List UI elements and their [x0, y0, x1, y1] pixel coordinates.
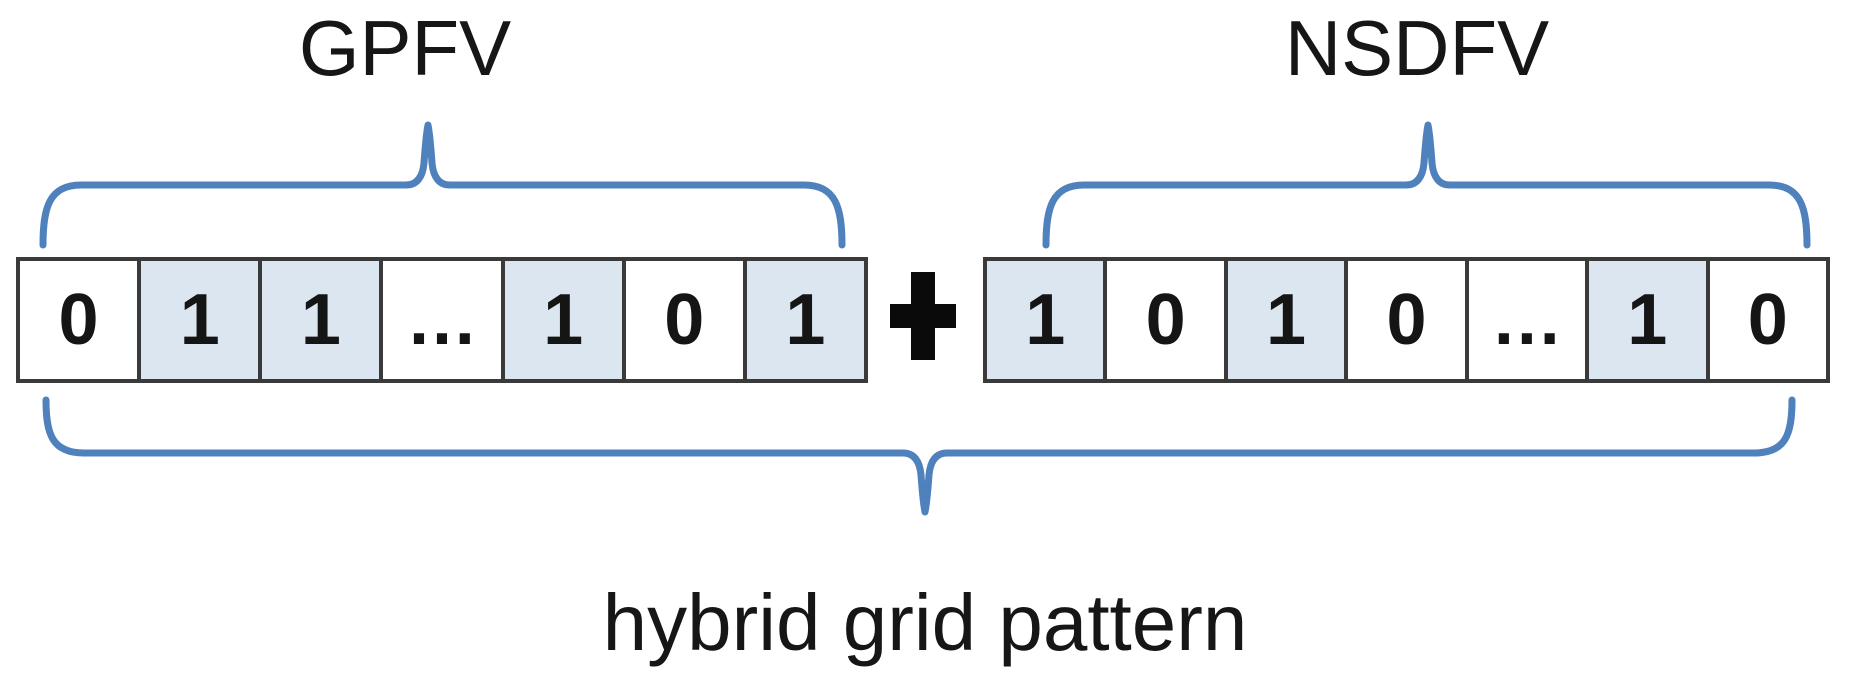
nsdfv-label: NSDFV: [1284, 3, 1550, 92]
bit-cell: 1: [1585, 261, 1706, 379]
bit-cell: 0: [1705, 261, 1826, 379]
bit-cell: 1: [500, 261, 622, 379]
bit-cell: 1: [742, 261, 864, 379]
bit-cell: …: [379, 261, 501, 379]
hybrid-pattern-brace-icon: [42, 396, 1796, 516]
bit-cell: 0: [1344, 261, 1465, 379]
nsdfv-brace-icon: [1042, 121, 1811, 249]
bit-cell: 1: [1223, 261, 1345, 379]
bit-cell: 1: [137, 261, 259, 379]
gpfv-vector: 0 1 1 … 1 0 1: [16, 257, 868, 383]
bit-cell: …: [1464, 261, 1586, 379]
gpfv-brace-icon: [39, 121, 846, 249]
plus-icon: [890, 272, 956, 360]
nsdfv-vector: 1 0 1 0 … 1 0: [983, 257, 1830, 383]
hybrid-grid-pattern-label: hybrid grid pattern: [602, 578, 1248, 667]
bit-cell: 1: [258, 261, 380, 379]
bit-cell: 0: [20, 261, 138, 379]
bit-cell: 1: [987, 261, 1104, 379]
bit-cell: 0: [621, 261, 743, 379]
plus-horizontal-bar: [890, 304, 956, 328]
gpfv-label: GPFV: [298, 3, 512, 92]
bit-cell: 0: [1103, 261, 1224, 379]
